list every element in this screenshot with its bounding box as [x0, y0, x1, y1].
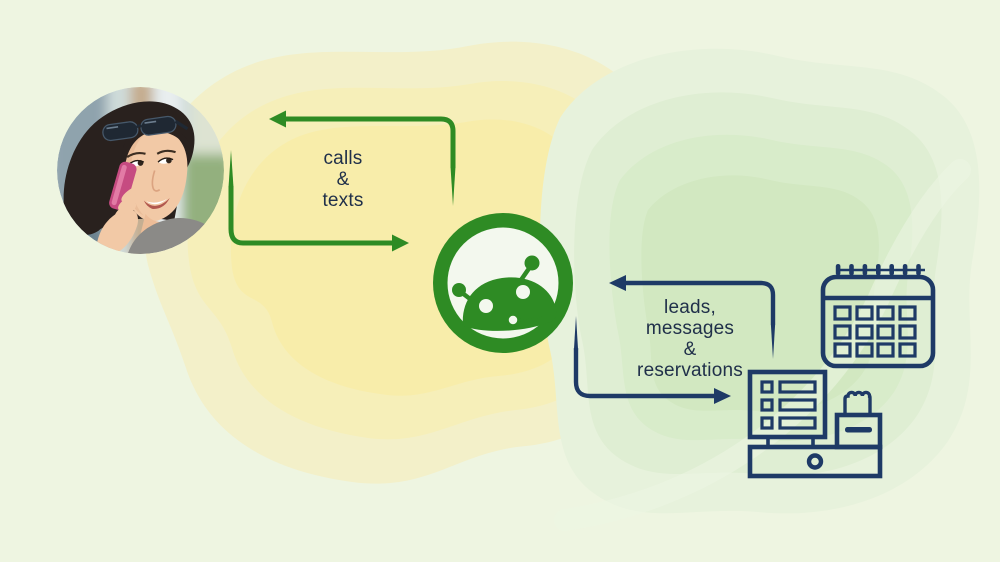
label-calls-and-texts: calls & texts — [278, 148, 408, 211]
arrow-bot-to-systems — [573, 316, 731, 404]
label-line: messages — [645, 318, 735, 339]
nose — [151, 170, 161, 192]
arrow-person-to-bot — [228, 150, 409, 252]
bot-logo-icon — [430, 210, 576, 356]
phone — [109, 161, 137, 211]
person-on-phone-photo — [57, 87, 224, 254]
label-line: leads, — [664, 297, 716, 318]
label-line: calls — [323, 148, 363, 169]
mouth — [143, 198, 170, 209]
pos-terminal-icon — [745, 365, 885, 480]
calendar-binding — [835, 264, 921, 276]
drawer-button — [806, 453, 824, 470]
bot-bug-glyph — [452, 255, 557, 331]
arrow-systems-to-bot — [609, 275, 776, 359]
label-line: & — [336, 169, 350, 190]
calendar-icon — [815, 255, 940, 375]
receipt — [843, 390, 872, 415]
calendar-grid — [833, 305, 917, 358]
drawer — [747, 444, 883, 479]
monitor-lines — [760, 380, 817, 430]
label-line: reservations — [637, 360, 743, 381]
hand — [95, 185, 143, 254]
left-eyebrow — [126, 151, 146, 159]
label-line: texts — [322, 190, 364, 211]
right-eyebrow — [156, 149, 176, 155]
eyes — [128, 157, 174, 167]
sunglasses-icon — [102, 115, 189, 142]
label-line: & — [683, 339, 697, 360]
label-leads-messages-reservations: leads, messages & reservations — [606, 297, 774, 381]
arrow-bot-to-person — [269, 110, 456, 206]
hairline — [121, 123, 193, 169]
